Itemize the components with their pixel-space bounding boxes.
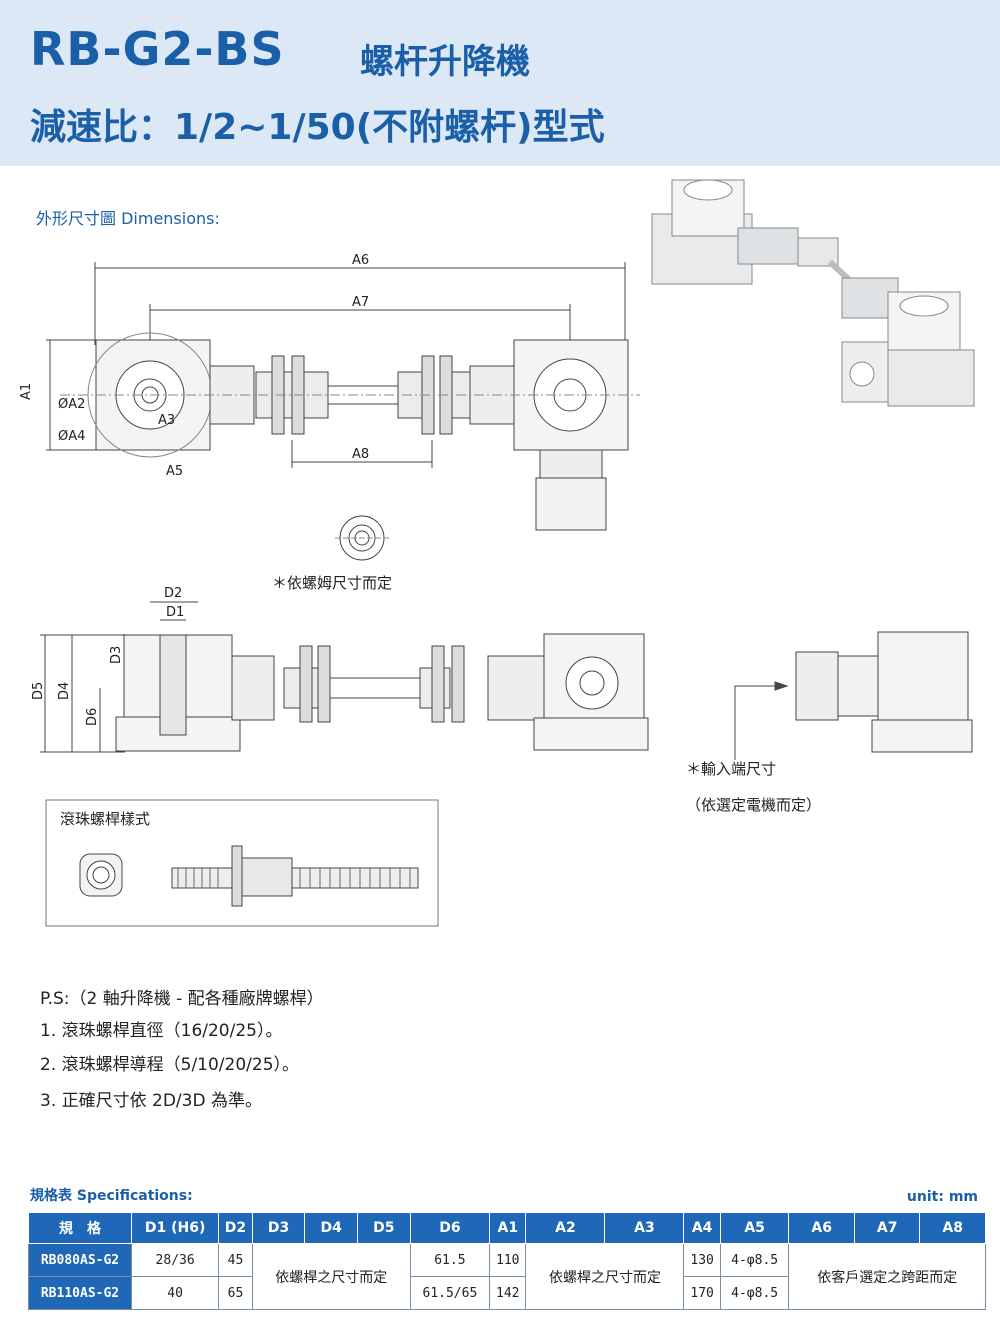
product-name: 螺杆升降機 xyxy=(360,42,530,82)
ps-item-3: 3. 正確尺寸依 2D/3D 為準。 xyxy=(40,1091,262,1111)
col-header-a5: A5 xyxy=(719,1212,790,1244)
cell-d1: 28/36 xyxy=(130,1243,220,1277)
spec-unit: unit: mm xyxy=(906,1189,978,1205)
cell-a1: 110 xyxy=(489,1243,527,1277)
dim-label-a8: A8 xyxy=(352,447,369,462)
col-header-a7: A7 xyxy=(853,1212,921,1244)
col-header-a1: A1 xyxy=(489,1212,527,1244)
cell-a6-a8: 依客戶選定之跨距而定 xyxy=(788,1243,986,1310)
cell-d1: 40 xyxy=(130,1276,220,1310)
cell-d3-d5: 依螺桿之尺寸而定 xyxy=(251,1243,411,1310)
dim-label-a1: A1 xyxy=(19,383,34,400)
dimensions-title: 外形尺寸圖 Dimensions: xyxy=(36,209,220,228)
cell-a5: 4-φ8.5 xyxy=(719,1243,790,1277)
col-header-d6: D6 xyxy=(409,1212,491,1244)
input-note-2: （依選定電機而定） xyxy=(686,796,821,814)
dim-label-a3: A3 xyxy=(158,413,175,428)
col-header-d5: D5 xyxy=(357,1212,411,1244)
dim-label-d3: D3 xyxy=(109,646,124,664)
cell-a5: 4-φ8.5 xyxy=(719,1276,790,1310)
cell-a2-a3: 依螺桿之尺寸而定 xyxy=(525,1243,685,1310)
dim-label-a7: A7 xyxy=(352,295,369,310)
col-header-d3: D3 xyxy=(251,1212,306,1244)
spec-header-row: 規 格 D1 (H6) D2 D3 D4 D5 D6 A1 A2 A3 A4 A… xyxy=(28,1212,986,1244)
cell-d6: 61.5/65 xyxy=(409,1276,491,1310)
cell-d2: 65 xyxy=(218,1276,253,1310)
col-header-d4: D4 xyxy=(304,1212,359,1244)
table-row: RB080AS-G2 28/36 45 依螺桿之尺寸而定 61.5 110 依螺… xyxy=(28,1243,986,1310)
col-header-a8: A8 xyxy=(919,1212,986,1244)
col-header-a4: A4 xyxy=(683,1212,721,1244)
ps-item-2: 2. 滾珠螺桿導程（5/10/20/25）。 xyxy=(40,1055,300,1075)
subtitle: 減速比：1/2~1/50(不附螺杆)型式 xyxy=(30,107,605,148)
ps-title: P.S:（2 軸升降機 - 配各種廠牌螺桿） xyxy=(40,989,324,1009)
cell-a4: 170 xyxy=(683,1276,721,1310)
col-header-d1: D1 (H6) xyxy=(130,1212,220,1244)
col-header-d2: D2 xyxy=(218,1212,253,1244)
spec-table: 規 格 D1 (H6) D2 D3 D4 D5 D6 A1 A2 A3 A4 A… xyxy=(28,1212,986,1310)
dim-label-a5: A5 xyxy=(166,464,183,479)
col-header-a6: A6 xyxy=(788,1212,855,1244)
ps-item-1: 1. 滾珠螺桿直徑（16/20/25）。 xyxy=(40,1021,283,1041)
col-header-a3: A3 xyxy=(604,1212,685,1244)
cell-model: RB080AS-G2 xyxy=(28,1243,132,1277)
dim-label-d6: D6 xyxy=(85,708,100,726)
cell-a4: 130 xyxy=(683,1243,721,1277)
dim-label-d1: D1 xyxy=(166,605,184,620)
input-note: ＊輸入端尺寸 xyxy=(686,760,776,778)
dim-label-d2: D2 xyxy=(164,586,182,601)
dim-label-a2: ØA2 xyxy=(58,397,85,412)
model-title: RB-G2-BS xyxy=(30,22,285,76)
header-banner: RB-G2-BS 螺杆升降機 減速比：1/2~1/50(不附螺杆)型式 xyxy=(0,0,1000,166)
spec-title: 規格表 Specifications: xyxy=(30,1188,193,1204)
dim-label-a6: A6 xyxy=(352,253,369,268)
cell-d2: 45 xyxy=(218,1243,253,1277)
dim-label-a4: ØA4 xyxy=(58,429,85,444)
cell-d6: 61.5 xyxy=(409,1243,491,1277)
cell-model: RB110AS-G2 xyxy=(28,1276,132,1310)
col-header-model: 規 格 xyxy=(28,1212,132,1244)
col-header-a2: A2 xyxy=(525,1212,606,1244)
nut-note: ＊依螺姆尺寸而定 xyxy=(272,574,392,592)
ballscrew-box-title: 滾珠螺桿樣式 xyxy=(60,810,150,828)
dimension-drawing: A6 A7 A8 ØA2 A3 ØA4 A5 A1 D2 D1 D3 D5 D4… xyxy=(19,179,975,927)
cell-a1: 142 xyxy=(489,1276,527,1310)
dim-label-d4: D4 xyxy=(57,682,72,700)
dim-label-d5: D5 xyxy=(31,682,46,700)
table-row: RB110AS-G2 40 65 61.5/65 142 170 4-φ8.5 xyxy=(28,1276,986,1310)
